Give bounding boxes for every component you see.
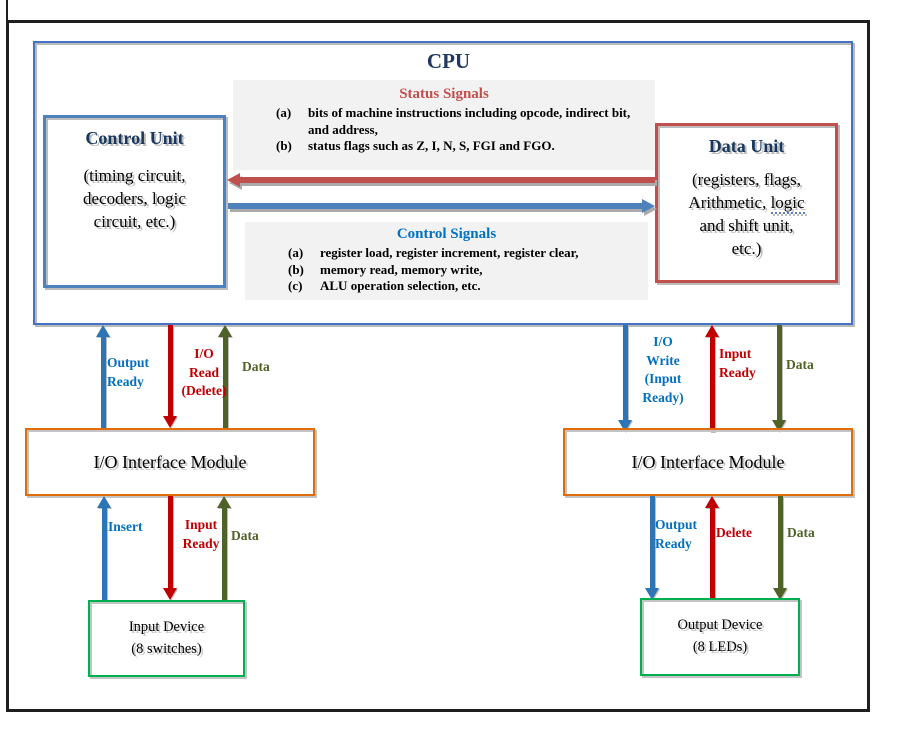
arrow-shaft — [101, 508, 107, 600]
data-label: Data — [231, 528, 259, 543]
control-item-text: ALU operation selection, etc. — [320, 278, 481, 294]
arrow-shaft — [222, 337, 228, 428]
arrow-head-down-icon — [773, 588, 787, 600]
data-up-arrow — [218, 325, 232, 428]
input-ready-label: Input Ready — [182, 517, 220, 551]
status-item-text: status flags such as Z, I, N, S, FGI and… — [308, 138, 555, 154]
status-signals-title: Status Signals — [399, 86, 489, 102]
arrow-head-up-icon — [97, 496, 111, 508]
arrow-shaft — [167, 325, 173, 416]
data-unit-body: (registers, flags, Arithmetic, logic and… — [658, 169, 835, 261]
delete-up-arrow — [705, 496, 719, 600]
input-ready-down-arrow — [163, 496, 177, 600]
io-interface-module-right: I/O Interface Module — [563, 428, 853, 496]
output-ready-down-arrow — [645, 496, 659, 600]
arrow-shaft — [777, 496, 783, 588]
status-item-marker: (b) — [276, 138, 292, 154]
insert-label: Insert — [108, 519, 143, 534]
input-device-box: Input Device (8 switches) — [88, 600, 245, 677]
arrow-head-up-icon — [96, 325, 110, 337]
io-write-down-arrow — [618, 325, 632, 432]
input-ready-up-arrow — [705, 325, 719, 432]
data-unit-body-pre: (registers, flags, Arithmetic, — [688, 170, 802, 212]
input-ready-label: Input Ready — [719, 346, 756, 380]
io-interface-module-left: I/O Interface Module — [25, 428, 315, 496]
arrow-head-right-icon — [642, 199, 655, 213]
arrow-shaft — [240, 177, 655, 183]
insert-up-arrow — [97, 496, 111, 600]
control-signal-item: (c) ALU operation selection, etc. — [245, 278, 648, 295]
control-signals-panel: Control Signals (a) register load, regis… — [245, 222, 648, 300]
control-item-marker: (a) — [288, 245, 304, 260]
arrow-head-up-icon — [705, 325, 719, 337]
status-item-marker: (a) — [276, 105, 292, 120]
control-unit-body: (timing circuit, decoders, logic circuit… — [83, 166, 186, 231]
output-ready-label: Output Ready — [655, 517, 698, 551]
io-read-label: I/O Read (Delete) — [181, 346, 227, 399]
data-down-arrow — [772, 325, 786, 432]
cpu-box — [33, 41, 853, 325]
data-down-arrow — [773, 496, 787, 600]
output-ready-label: Output Ready — [107, 355, 150, 389]
control-item-text: memory read, memory write, — [320, 261, 483, 277]
control-signal-item: (b) memory read, memory write, — [245, 262, 648, 279]
data-up-arrow — [217, 496, 231, 600]
arrow-head-down-icon — [163, 416, 177, 428]
control-signal-item: (a) register load, register increment, r… — [245, 245, 648, 262]
io-module-right-label: I/O Interface Module — [631, 451, 785, 472]
arrow-shaft — [221, 508, 227, 600]
diagram-outer-border — [6, 20, 870, 712]
delete-label: Delete — [716, 525, 752, 540]
arrow-head-up-icon — [705, 496, 719, 508]
input-device-line2: (8 switches) — [131, 640, 202, 657]
status-signals-panel: Status Signals (a) bits of machine instr… — [233, 80, 655, 170]
status-signal-item: (a) bits of machine instructions includi… — [233, 105, 655, 138]
arrow-head-down-icon — [645, 588, 659, 600]
control-item-marker: (c) — [288, 278, 303, 294]
control-item-text: register load, register increment, regis… — [320, 245, 579, 260]
control-signals-title: Control Signals — [396, 226, 497, 242]
arrow-shaft — [649, 496, 655, 588]
data-unit-body-spellcheck-word: logic — [770, 192, 805, 214]
output-device-box: Output Device (8 LEDs) — [640, 598, 800, 676]
data-unit-box: Data Unit (registers, flags, Arithmetic,… — [655, 123, 838, 283]
data-unit-title: Data Unit — [708, 136, 785, 156]
arrow-head-left-icon — [227, 173, 240, 187]
arrow-head-down-icon — [163, 588, 177, 600]
input-device-line1: Input Device — [128, 618, 205, 635]
arrow-shaft — [709, 508, 715, 600]
output-device-line2: (8 LEDs) — [692, 639, 748, 655]
control-signals-arrow — [228, 199, 655, 213]
io-read-down-arrow — [163, 325, 177, 428]
control-item-marker: (b) — [288, 261, 304, 277]
data-label: Data — [787, 525, 815, 540]
io-write-label: I/O Write (Input Ready) — [642, 334, 684, 405]
arrow-shaft — [228, 203, 642, 209]
control-unit-box: Control Unit (timing circuit, decoders, … — [43, 115, 226, 288]
arrow-shaft — [709, 337, 715, 432]
data-label: Data — [242, 359, 270, 374]
status-signal-item: (b) status flags such as Z, I, N, S, FGI… — [233, 138, 655, 155]
io-module-left-label: I/O Interface Module — [93, 451, 247, 472]
control-unit-title: Control Unit — [85, 128, 184, 148]
status-item-text: bits of machine instructions including o… — [308, 105, 631, 137]
arrow-head-up-icon — [217, 496, 231, 508]
page-margin-tick — [6, 0, 8, 21]
arrow-shaft — [776, 325, 782, 420]
arrow-shaft — [100, 337, 106, 428]
data-unit-body-post: and shift unit, etc.) — [699, 215, 794, 258]
output-device-line1: Output Device — [677, 617, 763, 634]
arrow-shaft — [167, 496, 173, 588]
data-label: Data — [786, 357, 814, 372]
status-signals-arrow — [227, 173, 655, 187]
output-ready-up-arrow — [96, 325, 110, 428]
cpu-title: CPU — [426, 49, 471, 73]
arrow-shaft — [622, 325, 628, 420]
arrow-head-up-icon — [218, 325, 232, 337]
